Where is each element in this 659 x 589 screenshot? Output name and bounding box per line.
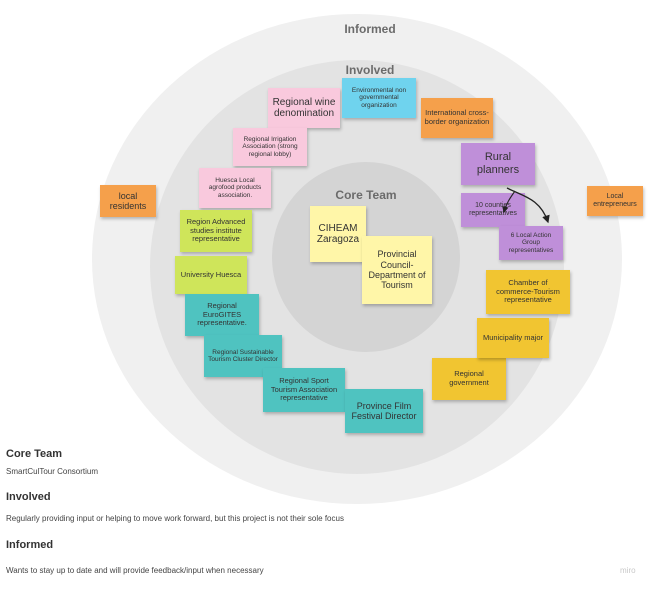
informed-ring-label: Informed [344, 22, 396, 36]
legend-involved-title: Involved [6, 491, 51, 503]
note-regional-irrigation-association[interactable]: Regional Irrigation Association (strong … [233, 128, 307, 166]
note-international-crossborder[interactable]: International cross-border organization [421, 98, 493, 138]
note-chamber-of-commerce[interactable]: Chamber of commerce-Tourism representati… [486, 270, 570, 314]
note-regional-eurogites[interactable]: Regional EuroGITES representative. [185, 294, 259, 336]
note-province-film-festival[interactable]: Province Film Festival Director [345, 389, 423, 433]
note-local-action-group[interactable]: 6 Local Action Group representatives [499, 226, 563, 260]
core-team-ring-label: Core Team [335, 188, 397, 202]
note-region-advanced-studies[interactable]: Region Advanced studies institute repres… [180, 210, 252, 252]
note-university-huesca[interactable]: University Huesca [175, 256, 247, 294]
note-regional-government[interactable]: Regional government [432, 358, 506, 400]
note-rural-planners[interactable]: Rural planners [461, 143, 535, 185]
note-environmental-ngo[interactable]: Environmental non governmental organizat… [342, 78, 416, 118]
legend-core-team-title: Core Team [6, 448, 63, 460]
miro-watermark: miro [620, 566, 636, 575]
legend-informed-desc: Wants to stay up to date and will provid… [6, 566, 264, 575]
note-regional-wine-denomination[interactable]: Regional wine denomination [268, 88, 340, 128]
involved-ring-label: Involved [345, 63, 395, 77]
legend-informed-title: Informed [6, 539, 54, 551]
note-ciheam-zaragoza[interactable]: CIHEAM Zaragoza [310, 206, 366, 262]
note-provincial-council[interactable]: Provincial Council- Department of Touris… [362, 236, 432, 304]
note-huesca-agrofood[interactable]: Huesca Local agrofood products associati… [199, 168, 271, 208]
note-regional-sport-tourism[interactable]: Regional Sport Tourism Association repre… [263, 368, 345, 412]
note-counties-representatives[interactable]: 10 counties representatives [461, 193, 525, 227]
note-local-entrepreneurs[interactable]: Local entrepreneurs [587, 186, 643, 216]
note-municipality-major[interactable]: Municipality major [477, 318, 549, 358]
legend-involved-desc: Regularly providing input or helping to … [6, 514, 344, 523]
legend-core-team-desc: SmartCulTour Consortium [6, 467, 99, 476]
note-local-residents[interactable]: local residents [100, 185, 156, 217]
